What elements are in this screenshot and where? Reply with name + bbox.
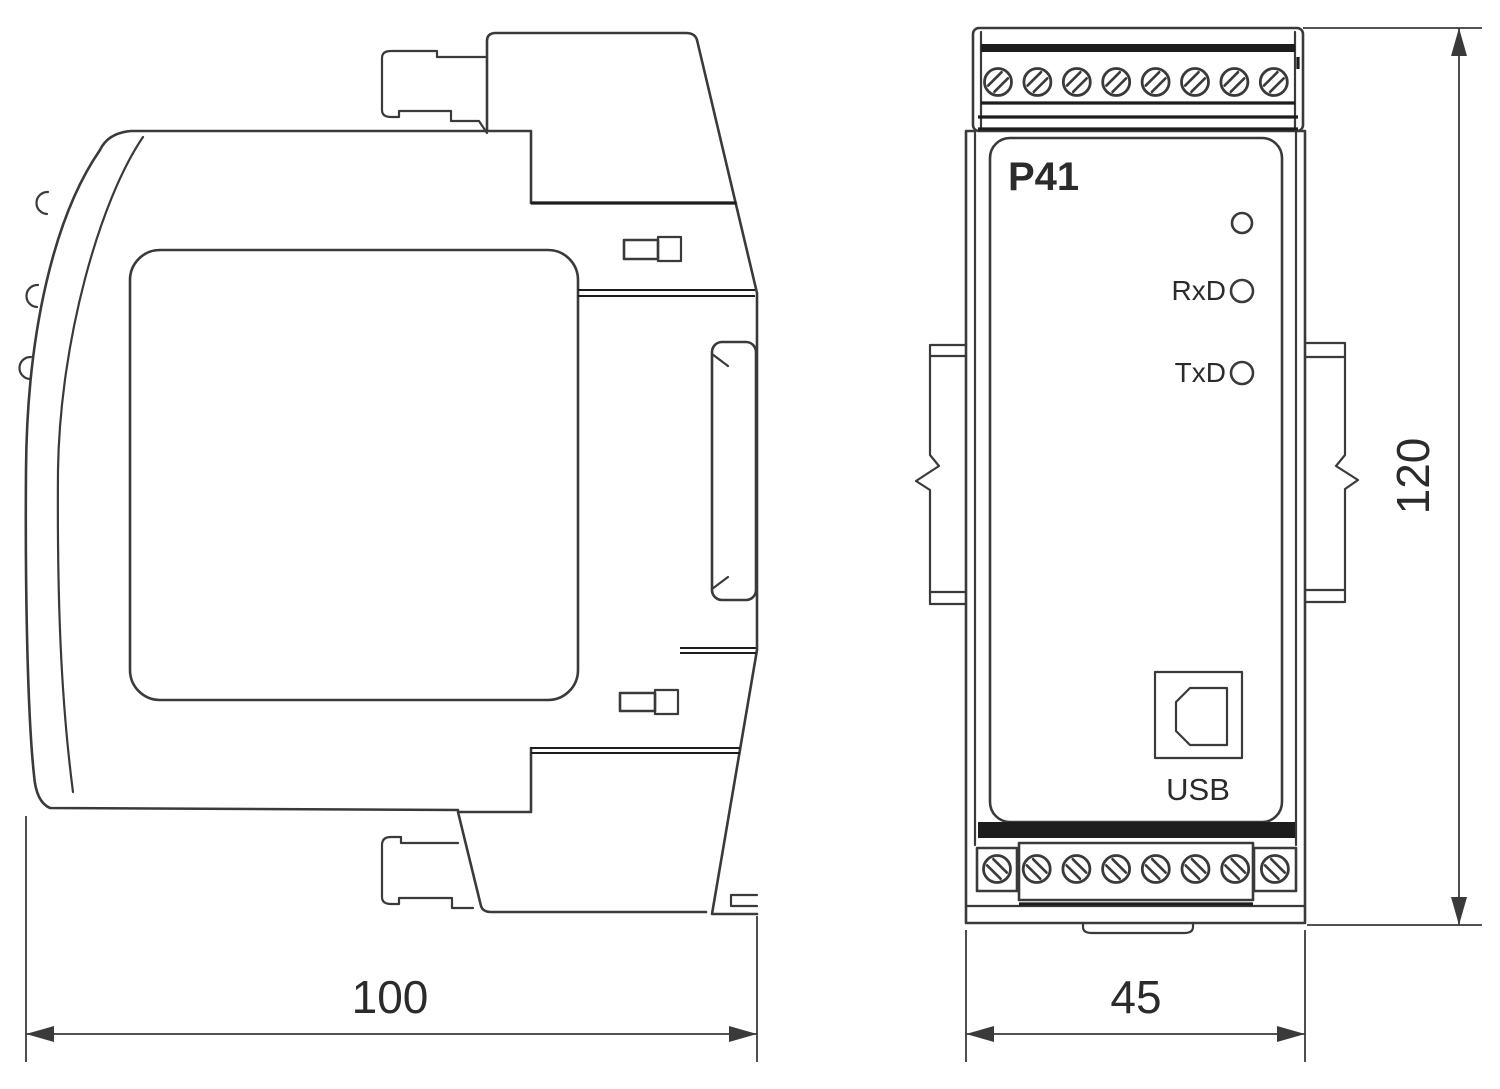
dimension-100: 100 xyxy=(25,816,758,1062)
side-top-clamp-hook xyxy=(380,49,489,135)
model-label: P41 xyxy=(1008,155,1079,199)
front-din-release-lip xyxy=(1081,921,1195,935)
front-view: P41 RxD TxD USB xyxy=(914,26,1360,935)
side-label-area xyxy=(128,248,580,702)
usb-label: USB xyxy=(1166,772,1230,807)
side-din-rail-channel xyxy=(710,340,758,602)
status-led xyxy=(1230,211,1254,235)
dimension-120: 120 xyxy=(1303,27,1482,926)
side-body-outline xyxy=(24,129,738,812)
txd-led: TxD xyxy=(1175,357,1255,388)
dimension-100-value: 100 xyxy=(352,971,429,1023)
front-top-terminal-block xyxy=(971,26,1305,133)
usb-port: USB xyxy=(1153,670,1244,807)
rxd-led: RxD xyxy=(1172,275,1255,306)
din-rail-tab-left xyxy=(914,343,968,606)
front-panel-bottom-bar xyxy=(978,822,1295,838)
front-panel xyxy=(988,136,1284,824)
side-front-inner-edge xyxy=(56,135,145,794)
din-rail-tab-right xyxy=(1303,341,1360,604)
dimension-120-value: 120 xyxy=(1387,438,1439,515)
side-bottom-terminal-block xyxy=(456,746,708,914)
side-view xyxy=(18,31,759,916)
terminal-screws-bottom xyxy=(982,854,1290,884)
side-top-latch xyxy=(622,235,683,263)
dimension-45-value: 45 xyxy=(1110,971,1161,1023)
side-front-bumps xyxy=(18,190,50,381)
front-bottom-terminal-block xyxy=(975,841,1298,906)
rxd-led-label: RxD xyxy=(1172,275,1226,306)
dimension-45: 45 xyxy=(965,930,1306,1062)
front-body-outline xyxy=(964,129,1307,925)
side-bottom-latch xyxy=(618,688,680,716)
txd-led-label: TxD xyxy=(1175,357,1226,388)
side-back-bottom-notch xyxy=(729,893,759,908)
terminal-screws-top xyxy=(983,67,1289,97)
usb-b-connector-icon xyxy=(1174,686,1229,747)
side-bottom-clamp-hook xyxy=(380,835,475,910)
side-top-terminal-and-back-outline xyxy=(485,31,759,916)
